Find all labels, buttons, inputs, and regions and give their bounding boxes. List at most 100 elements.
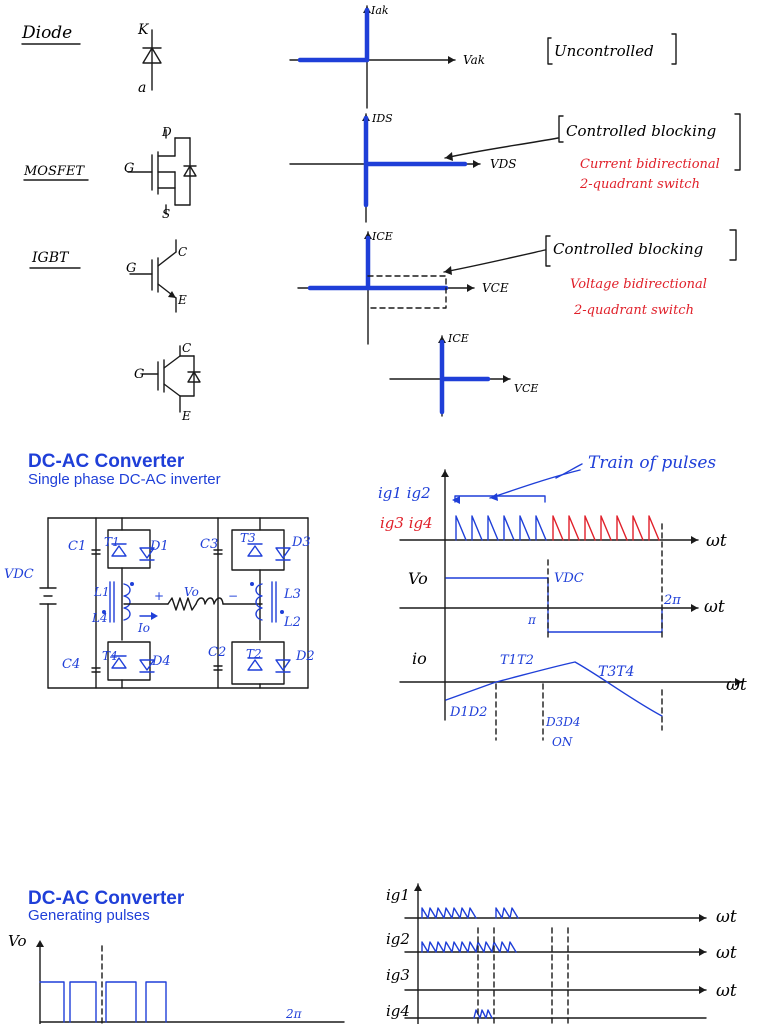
igbt-note-red-line2: 2-quadrant switch [573, 303, 694, 318]
vdc-level-label: VDC [554, 571, 584, 586]
igbt-x-axis-label: VCE [482, 281, 509, 295]
mosfet-d-label: D [161, 125, 172, 139]
mosfet-row: MOSFET G D S [23, 112, 741, 223]
mosfet-note-red-line1: Current bidirectional [580, 157, 720, 172]
generating-subheading: Generating pulses [28, 907, 150, 924]
ig2-wt-label: ωt [716, 943, 737, 963]
igbt-diode-e-label: E [181, 409, 191, 423]
igbt-g-label: G [126, 261, 136, 276]
mosfet-y-axis-label: IDS [371, 112, 393, 125]
mosfet-s-label: S [162, 207, 170, 221]
mosfet-x-axis-label: VDS [490, 157, 517, 171]
mosfet-g-label: G [124, 161, 134, 176]
igbt-y-axis-label: ICE [371, 230, 393, 243]
d2-label: D2 [295, 649, 315, 664]
igbt-symbol [129, 239, 177, 313]
d4-label: D4 [151, 654, 171, 669]
generating-heading: DC-AC Converter [28, 888, 185, 909]
t4-label: T4 [102, 649, 118, 663]
t1t2-label: T1T2 [500, 653, 534, 668]
mosfet-label: MOSFET [23, 164, 85, 179]
c4-label: C4 [62, 657, 80, 672]
t3-label: T3 [240, 531, 256, 545]
mosfet-symbol [127, 129, 197, 215]
diode-a-label: a [138, 80, 146, 96]
igbt-note-bracket-left [545, 235, 551, 267]
d1-label: D1 [149, 539, 169, 554]
vo-minus-label: − [228, 589, 238, 603]
inverter-heading: DC-AC Converter [28, 451, 185, 472]
l3-label: L3 [283, 587, 301, 602]
igbt-diode-c-label: C [182, 341, 191, 355]
io-axis-label: io [412, 649, 427, 668]
diode-row: Diode K a Iak Vak Uncontrolled [21, 4, 677, 109]
igbt-diode-x-axis-label: VCE [514, 382, 538, 395]
diode-y-axis-label: Iak [370, 4, 389, 17]
igbt-e-label: E [177, 293, 187, 307]
igbt-diode-g-label: G [134, 367, 144, 382]
l2-label: L2 [283, 615, 301, 630]
d3d4-label: D3D4 [545, 715, 581, 729]
igbt-diode-iv-graph [389, 335, 511, 417]
igbt-diode-symbol [141, 345, 201, 413]
t1-label: T1 [104, 535, 120, 549]
mosfet-note-bracket-left [558, 115, 564, 143]
diode-note-bracket-left [547, 37, 553, 65]
c2-label: C2 [208, 645, 226, 660]
l1-label: L1 [93, 585, 110, 599]
on-label: ON [552, 735, 573, 749]
diode-note-bracket-right [671, 33, 677, 65]
t2-label: T2 [246, 647, 262, 661]
c3-label: C3 [200, 537, 218, 552]
vo-plus-label: + [154, 589, 164, 603]
generating-vo-label: Vo [8, 932, 27, 950]
inverter-circuit [39, 517, 309, 689]
d3-label: D3 [291, 535, 311, 550]
diode-note: Uncontrolled [554, 42, 654, 60]
c1-label: C1 [68, 539, 86, 554]
diode-k-label: K [137, 22, 150, 38]
inverter-subheading: Single phase DC-AC inverter [28, 471, 221, 488]
d1d2-label: D1D2 [449, 705, 487, 720]
igbt-diode-row: G C E ICE VCE [134, 332, 538, 423]
igbt-label: IGBT [31, 250, 70, 266]
igbt-note-red-line1: Voltage bidirectional [570, 277, 707, 292]
igbt-note-bracket-right [729, 229, 737, 261]
ig4-axis-label: ig4 [386, 1002, 410, 1020]
ig3-ig4-label: ig3 ig4 [380, 514, 433, 532]
l4-label: L4 [91, 611, 108, 625]
igbt-diode-y-axis-label: ICE [447, 332, 469, 345]
mosfet-iv-graph [289, 113, 559, 223]
inverter-waveforms [399, 463, 743, 741]
pulses-wt-label: ωt [706, 531, 727, 551]
io-wt-label: ωt [726, 675, 747, 695]
vo-label: Vo [184, 585, 199, 599]
pi-label: π [527, 613, 537, 627]
generating-two-pi-label: 2π [285, 1007, 303, 1021]
ig1-axis-label: ig1 [386, 886, 410, 904]
io-label: Io [137, 621, 150, 635]
generating-gate-graphs [404, 883, 707, 1024]
vdc-label: VDC [4, 567, 34, 582]
generating-vo-graph [36, 940, 345, 1024]
diode-x-axis-label: Vak [463, 53, 485, 67]
ig1-wt-label: ωt [716, 907, 737, 927]
vo-wt-label: ωt [704, 597, 725, 617]
t3t4-label: T3T4 [598, 664, 635, 680]
diode-symbol [142, 29, 162, 91]
mosfet-note-bracket-right [734, 113, 741, 171]
igbt-note: Controlled blocking [553, 240, 703, 258]
diode-label: Diode [21, 23, 72, 43]
vo-axis-label: Vo [408, 569, 428, 588]
diode-iv-graph [289, 5, 456, 109]
two-pi-label: 2π [663, 593, 681, 608]
igbt-c-label: C [178, 245, 187, 259]
igbt-row: IGBT G C E ICE VCE Co [29, 229, 737, 345]
ig3-wt-label: ωt [716, 981, 737, 1001]
ig1-ig2-label: ig1 ig2 [378, 484, 431, 502]
igbt-iv-graph [297, 231, 546, 345]
mosfet-note-red-line2: 2-quadrant switch [579, 177, 700, 192]
train-of-pulses-note: Train of pulses [588, 453, 716, 473]
ig2-axis-label: ig2 [386, 930, 410, 948]
